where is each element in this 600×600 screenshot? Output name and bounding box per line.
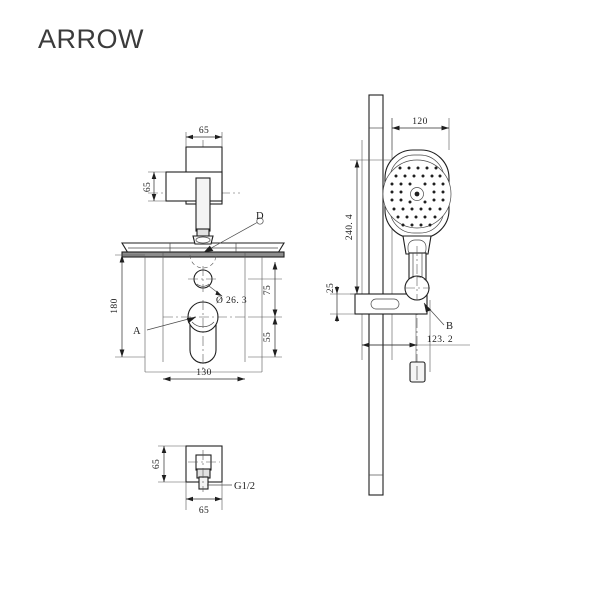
dim-upper-spacing-text: 75 [263, 285, 273, 295]
overhead-shower-plate [121, 242, 285, 258]
thread-label-text: G1/2 [234, 481, 255, 492]
dimension-bracket-offset: 25 [326, 283, 355, 322]
brand-wordmark: ARROW [38, 24, 144, 54]
dim-rail-height-text: 240. 4 [345, 214, 355, 240]
callout-A-text: A [133, 326, 141, 337]
dim-outlet-height-text: 65 [152, 459, 162, 469]
dimension-arm-width: 65 [185, 126, 223, 147]
dim-body-height-text: 180 [110, 298, 120, 313]
diverter-knob [188, 266, 223, 297]
dim-bracket-offset-text: 25 [326, 283, 336, 293]
callout-D: D [203, 211, 264, 253]
dim-outlet-width-text: 65 [199, 506, 209, 516]
dimension-body-height: 180 [110, 254, 145, 358]
dimension-head-width: 120 [391, 117, 450, 150]
view-outlet-detail: G1/2 65 65 [152, 445, 255, 516]
mixer-lever-handle [163, 300, 248, 372]
dim-body-width-text: 130 [196, 368, 211, 378]
dimension-outlet-width: 65 [185, 482, 223, 516]
dim-arm-height-text: 65 [143, 182, 153, 192]
dimension-outlet-height: 65 [152, 445, 186, 483]
view-main-body: D Ø 26. 3 [110, 211, 285, 382]
dimension-upper-spacing: 75 [248, 262, 282, 317]
spray-hole-pattern [390, 166, 445, 227]
callout-B: B [423, 302, 453, 332]
thread-callout-G12: G1/2 [207, 481, 255, 492]
dim-holder-height-text: 123. 2 [427, 335, 453, 345]
dimension-arm-height: 65 [143, 171, 166, 202]
dim-head-width-text: 120 [412, 117, 427, 127]
dim-arm-width-text: 65 [199, 126, 209, 136]
dimension-lower-spacing: 55 [248, 316, 282, 358]
dim-lower-spacing-text: 55 [263, 332, 273, 342]
callout-D-text: D [256, 211, 264, 222]
shower-arm-outlet-hub [189, 235, 217, 269]
dimension-rail-height: 240. 4 [345, 159, 392, 295]
dimension-body-width: 130 [163, 368, 245, 382]
callout-A: A [133, 316, 197, 337]
hand-shower-holder [354, 275, 430, 315]
view-wall-arm-detail: 65 65 [143, 126, 240, 243]
callout-B-text: B [446, 321, 453, 332]
dim-diverter-diameter-text: Ø 26. 3 [216, 296, 247, 306]
dimension-holder-height: 123. 2 [362, 335, 470, 348]
view-slide-rail: B 120 240. 4 [326, 94, 470, 496]
hand-shower-head [382, 149, 452, 257]
